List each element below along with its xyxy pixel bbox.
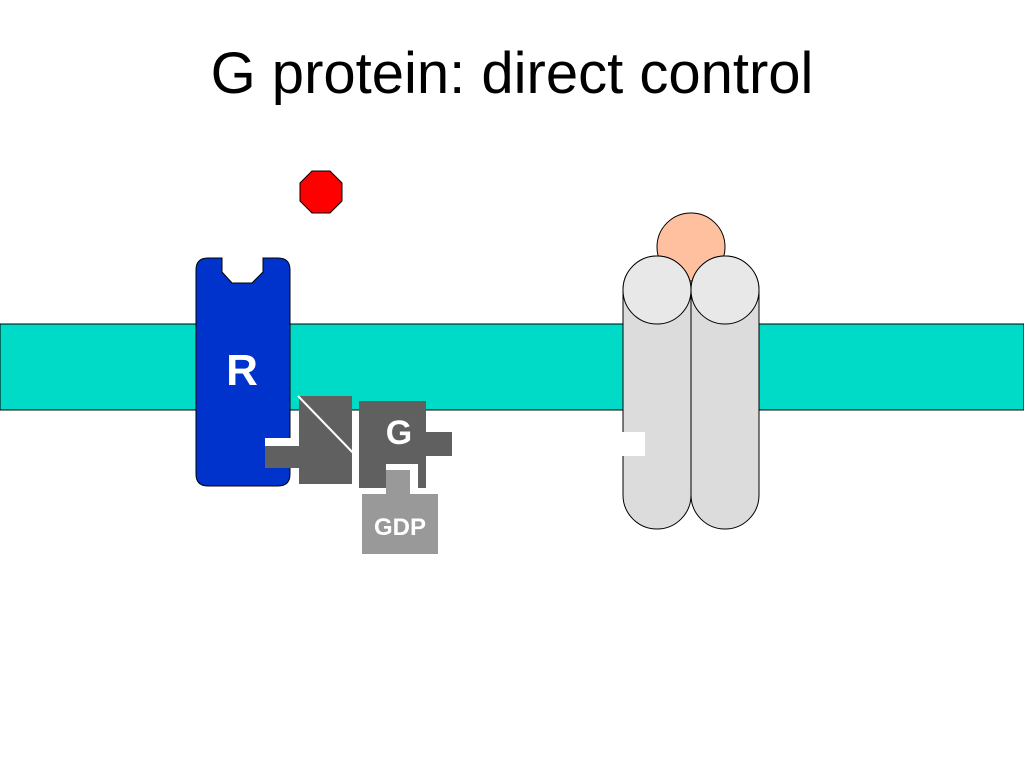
g-protein-subunit-wedge <box>299 396 352 484</box>
gdp-molecule: GDP <box>362 470 438 554</box>
receptor-label: R <box>226 346 258 395</box>
g-protein-label: G <box>386 414 412 452</box>
receptor-body <box>195 257 291 487</box>
receptor: R <box>195 257 291 487</box>
channel-binding-slot <box>622 432 645 456</box>
gdp-label: GDP <box>374 514 426 541</box>
cell-membrane <box>0 323 1024 411</box>
slide-title: G protein: direct control <box>210 41 814 106</box>
channel-top-right <box>690 255 760 325</box>
channel-top-left <box>622 255 692 325</box>
gdp-block <box>362 470 438 554</box>
g-protein-subunit-left <box>265 446 299 468</box>
ligand-octagon <box>299 170 343 214</box>
g-protein: G <box>265 395 452 488</box>
g-protein-alpha <box>359 401 452 488</box>
ion-channel <box>622 212 760 530</box>
